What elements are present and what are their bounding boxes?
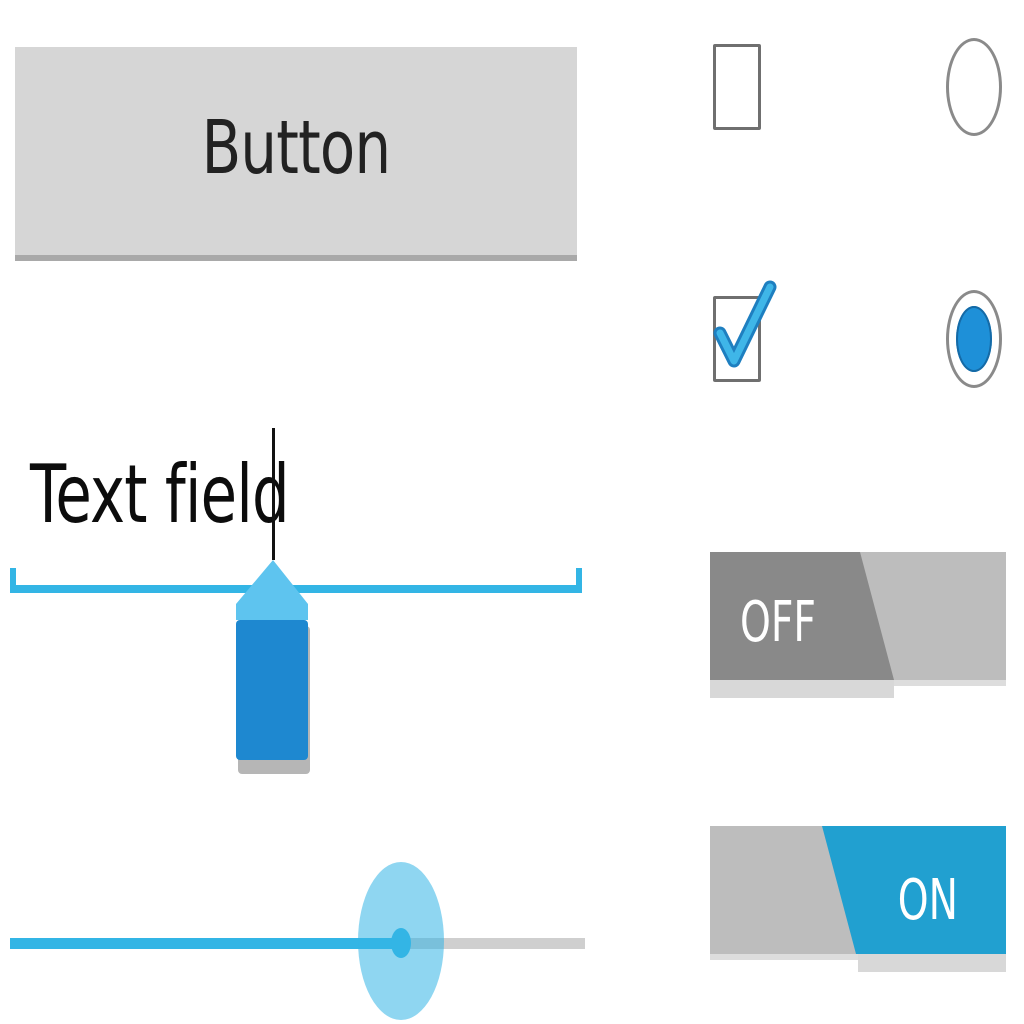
switch-on-label: ON xyxy=(897,868,958,933)
radio-button-selected[interactable] xyxy=(946,290,1002,388)
toggle-switch-on[interactable]: ON xyxy=(710,826,1006,972)
switch-off-label: OFF xyxy=(740,590,816,655)
switch-on-graphic xyxy=(710,826,1006,972)
radio-button-unselected[interactable] xyxy=(946,38,1002,136)
slider-progress xyxy=(10,938,401,949)
slider-thumb[interactable] xyxy=(391,928,411,958)
switch-off-graphic xyxy=(710,552,1006,698)
text-field-value: Text field xyxy=(30,448,290,541)
checkmark-icon xyxy=(713,280,777,368)
button[interactable]: Button xyxy=(15,47,577,261)
text-cursor xyxy=(272,428,275,560)
checkbox-checked[interactable] xyxy=(713,280,777,382)
text-field-underline-left-tick xyxy=(10,568,16,593)
toggle-switch-off[interactable]: OFF xyxy=(710,552,1006,698)
checkbox-unchecked[interactable] xyxy=(713,44,761,130)
text-selection-handle-icon[interactable] xyxy=(232,560,314,782)
seek-slider[interactable] xyxy=(10,860,585,1020)
radio-dot-icon xyxy=(956,306,992,372)
text-field-underline-right-tick xyxy=(576,568,582,593)
button-label: Button xyxy=(201,105,391,191)
